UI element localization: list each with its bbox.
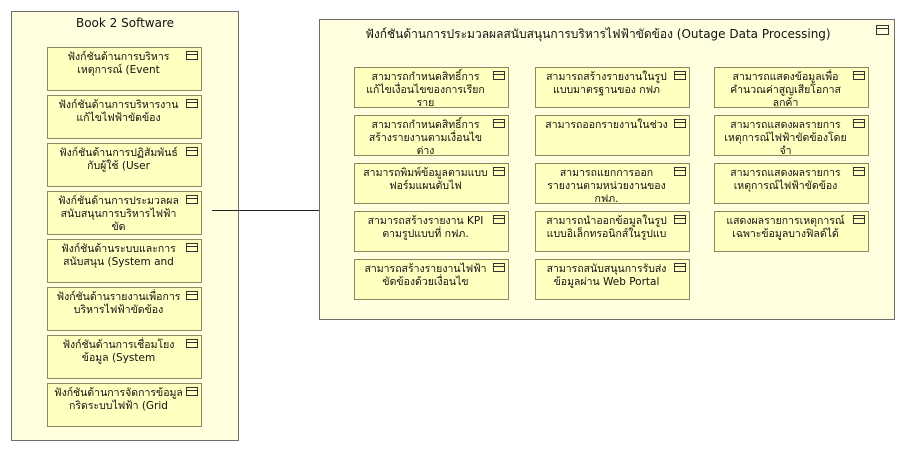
- application-function-icon: [674, 119, 686, 128]
- function-label: ฟังก์ชันด้านรายงานเพื่อการบริหารไฟฟ้าขัด…: [56, 291, 181, 316]
- function-event-management[interactable]: ฟังก์ชันด้านการบริหารเหตุการณ์ (Event: [47, 47, 202, 91]
- function-label: ฟังก์ชันด้านการประมวลผลสนับสนุนการบริหาร…: [58, 195, 179, 233]
- book2-software-group[interactable]: Book 2 Software ฟังก์ชันด้านการบริหารเหต…: [11, 11, 239, 441]
- book2-software-title: Book 2 Software: [75, 16, 175, 30]
- function-label: สามารถสร้างรายงาน KPI ตามรูปแบบที่ กฟภ.: [367, 215, 484, 240]
- function-item[interactable]: สามารถสร้างรายงาน KPI ตามรูปแบบที่ กฟภ.: [354, 211, 509, 252]
- function-item[interactable]: สามารถสนับสนุนการรับส่งข้อมูลผ่าน Web Po…: [535, 259, 690, 300]
- function-system-and-support[interactable]: ฟังก์ชันด้านระบบและการสนับสนุน (System a…: [47, 239, 202, 283]
- function-item[interactable]: สามารถสร้างรายงานไฟฟ้าขัดข้องด้วยเงื่อนไ…: [354, 259, 509, 300]
- function-user-interaction[interactable]: ฟังก์ชันด้านการปฏิสัมพันธ์กับผู้ใช้ (Use…: [47, 143, 202, 187]
- function-item[interactable]: สามารถสร้างรายงานในรูปแบบมาตรฐานของ กฟภ: [535, 67, 690, 108]
- function-label: สามารถแยกการออกรายงานตามหน่วยงานของ กฟภ.: [547, 167, 666, 204]
- application-function-icon: [493, 263, 505, 272]
- function-item[interactable]: สามารถแยกการออกรายงานตามหน่วยงานของ กฟภ.: [535, 163, 690, 204]
- application-function-icon: [876, 25, 889, 35]
- function-label: สามารถแสดงข้อมูลเพื่อคำนวณค่าสูญเสียโอกา…: [730, 71, 841, 108]
- function-item[interactable]: สามารถกำหนดสิทธิ์การแก้ไขเงื่อนไขของการเ…: [354, 67, 509, 108]
- function-label: สามารถสนับสนุนการรับส่งข้อมูลผ่าน Web Po…: [546, 263, 667, 288]
- function-label: สามารถพิมพ์ข้อมูลตามแบบฟอร์มแผนดับไฟ: [363, 167, 488, 192]
- function-outage-reporting[interactable]: ฟังก์ชันด้านรายงานเพื่อการบริหารไฟฟ้าขัด…: [47, 287, 202, 331]
- application-function-icon: [674, 215, 686, 224]
- application-function-icon: [186, 291, 198, 300]
- function-label: สามารถนำออกข้อมูลในรูปแบบอิเล็กทรอนิกส์ใ…: [546, 215, 667, 240]
- application-function-icon: [186, 147, 198, 156]
- function-system-integration[interactable]: ฟังก์ชันด้านการเชื่อมโยงข้อมูล (System: [47, 335, 202, 379]
- function-label: สามารถแสดงผลรายการเหตุการณ์ไฟฟ้าขัดข้องโ…: [724, 119, 847, 156]
- application-function-icon: [674, 167, 686, 176]
- application-function-icon: [853, 71, 865, 80]
- function-item[interactable]: สามารถกำหนดสิทธิ์การสร้างรายงานตามเงื่อน…: [354, 115, 509, 156]
- application-function-icon: [186, 195, 198, 204]
- application-function-icon: [186, 387, 198, 396]
- function-label: สามารถกำหนดสิทธิ์การแก้ไขเงื่อนไขของการเ…: [366, 71, 485, 108]
- application-function-icon: [493, 119, 505, 128]
- application-function-icon: [853, 119, 865, 128]
- application-function-icon: [493, 71, 505, 80]
- function-label: สามารถสร้างรายงานในรูปแบบมาตรฐานของ กฟภ: [546, 71, 667, 96]
- function-outage-data-processing[interactable]: ฟังก์ชันด้านการประมวลผลสนับสนุนการบริหาร…: [47, 191, 202, 235]
- function-item[interactable]: สามารถแสดงผลรายการเหตุการณ์ไฟฟ้าขัดข้อง: [714, 163, 869, 204]
- function-item[interactable]: สามารถนำออกข้อมูลในรูปแบบอิเล็กทรอนิกส์ใ…: [535, 211, 690, 252]
- function-item[interactable]: สามารถแสดงข้อมูลเพื่อคำนวณค่าสูญเสียโอกา…: [714, 67, 869, 108]
- composition-connector[interactable]: [212, 210, 319, 211]
- application-function-icon: [186, 99, 198, 108]
- application-function-icon: [674, 263, 686, 272]
- function-label: สามารถสร้างรายงานไฟฟ้าขัดข้องด้วยเงื่อนไ…: [364, 263, 487, 288]
- function-item[interactable]: สามารถแสดงผลรายการเหตุการณ์ไฟฟ้าขัดข้องโ…: [714, 115, 869, 156]
- function-outage-repair-management[interactable]: ฟังก์ชันด้านการบริหารงานแก้ไขไฟฟ้าขัดข้อ…: [47, 95, 202, 139]
- application-function-icon: [493, 167, 505, 176]
- function-label: สามารถกำหนดสิทธิ์การสร้างรายงานตามเงื่อน…: [368, 119, 483, 156]
- function-label: ฟังก์ชันด้านระบบและการสนับสนุน (System a…: [61, 243, 176, 268]
- function-item[interactable]: แสดงผลรายการเหตุการณ์เฉพาะข้อมูลบางฟิลด์…: [714, 211, 869, 252]
- function-label: สามารถแสดงผลรายการเหตุการณ์ไฟฟ้าขัดข้อง: [730, 167, 841, 192]
- function-item[interactable]: สามารถพิมพ์ข้อมูลตามแบบฟอร์มแผนดับไฟ: [354, 163, 509, 204]
- function-label: ฟังก์ชันด้านการบริหารงานแก้ไขไฟฟ้าขัดข้อ…: [58, 99, 179, 124]
- application-function-icon: [853, 215, 865, 224]
- application-function-icon: [186, 339, 198, 348]
- function-label: ฟังก์ชันด้านการเชื่อมโยงข้อมูล (System: [62, 339, 175, 364]
- function-label: ฟังก์ชันด้านการบริหารเหตุการณ์ (Event: [67, 51, 170, 76]
- function-grid-data-management[interactable]: ฟังก์ชันด้านการจัดการข้อมูลกริดระบบไฟฟ้า…: [47, 383, 202, 427]
- function-item[interactable]: สามารถออกรายงานในช่วง: [535, 115, 690, 156]
- outage-data-processing-group[interactable]: ฟังก์ชันด้านการประมวลผลสนับสนุนการบริหาร…: [319, 19, 895, 320]
- application-function-icon: [186, 243, 198, 252]
- function-label: สามารถออกรายงานในช่วง: [545, 119, 668, 131]
- application-function-icon: [674, 71, 686, 80]
- application-function-icon: [853, 167, 865, 176]
- function-label: ฟังก์ชันด้านการจัดการข้อมูลกริดระบบไฟฟ้า…: [54, 387, 183, 412]
- application-function-icon: [186, 51, 198, 60]
- outage-data-processing-title: ฟังก์ชันด้านการประมวลผลสนับสนุนการบริหาร…: [365, 27, 831, 41]
- application-function-icon: [493, 215, 505, 224]
- function-label: แสดงผลรายการเหตุการณ์เฉพาะข้อมูลบางฟิลด์…: [726, 215, 845, 240]
- function-label: ฟังก์ชันด้านการปฏิสัมพันธ์กับผู้ใช้ (Use…: [59, 147, 178, 172]
